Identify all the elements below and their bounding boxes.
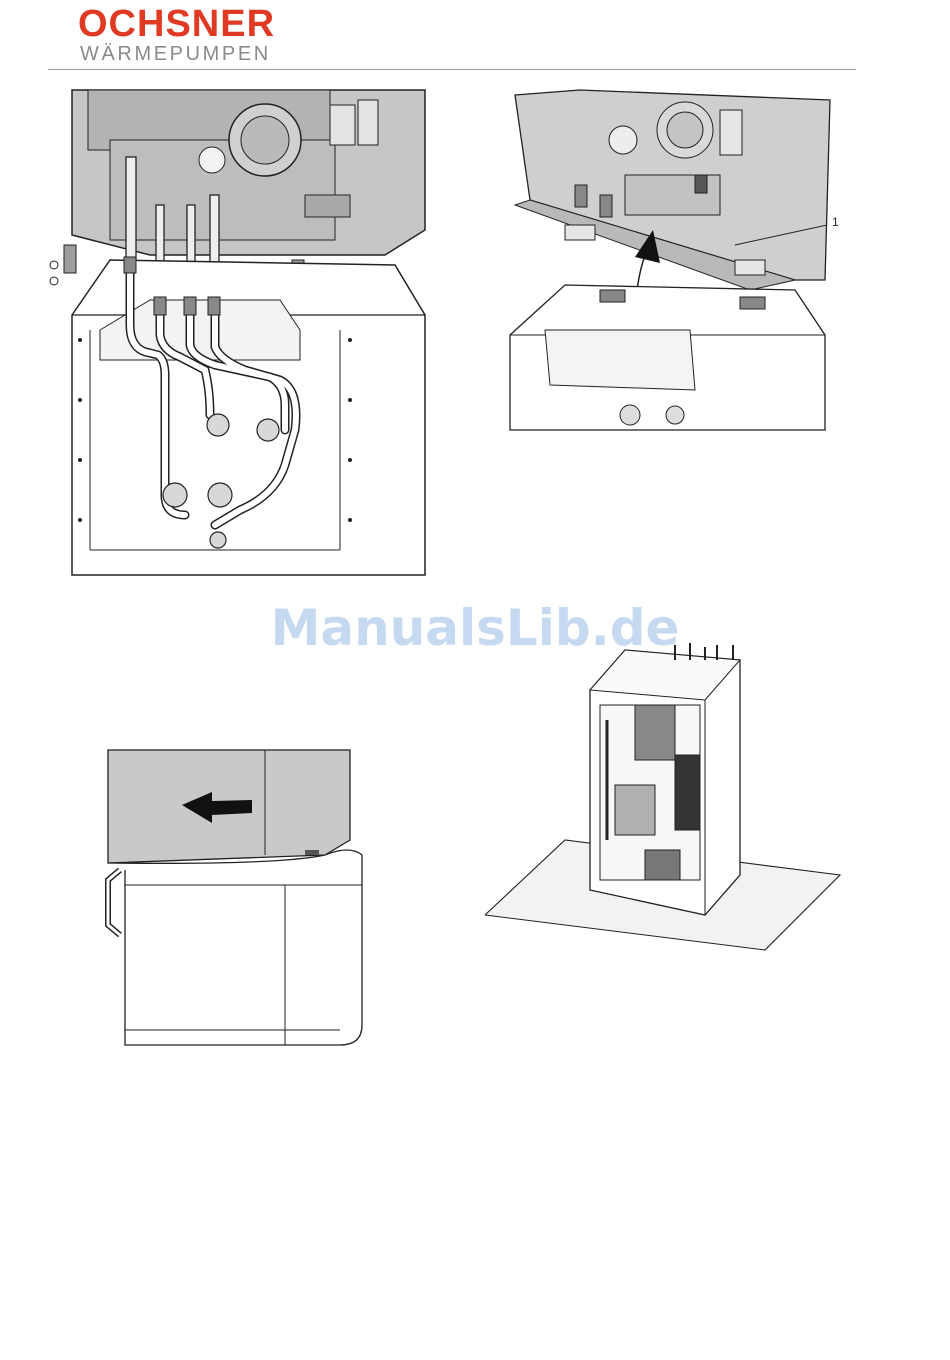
illustration-unit-on-plate (485, 635, 845, 955)
illustration-lift-module: 1 (505, 85, 840, 435)
figure-bottom-right (485, 635, 845, 955)
callout-label: 1 (832, 215, 839, 229)
illustration-hydraulic-separation (40, 85, 440, 590)
page-header: OCHSNER WÄRMEPUMPEN (0, 0, 950, 75)
brand-logo: OCHSNER (78, 2, 275, 46)
figure-top-right: 1 (505, 85, 840, 435)
figure-bottom-left (100, 745, 370, 1055)
brand-subtitle: WÄRMEPUMPEN (80, 42, 271, 66)
illustration-slide-casing (100, 745, 370, 1055)
figure-top-left (40, 85, 440, 590)
header-divider (48, 69, 856, 70)
watermark: ManualsLib.de (0, 598, 950, 658)
